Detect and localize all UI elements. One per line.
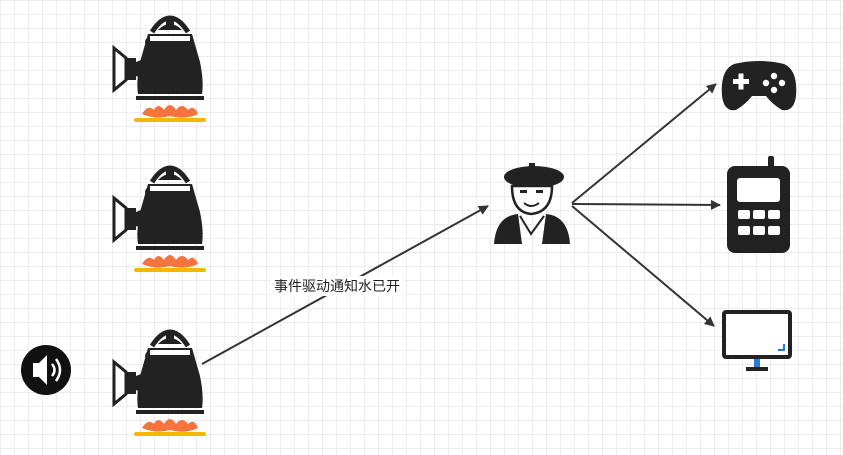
edge-person-to-game xyxy=(571,83,717,204)
edge-person-to-monitor xyxy=(571,205,715,327)
person-beret-icon xyxy=(494,163,570,244)
edge-person-to-phone xyxy=(571,199,721,210)
mobile-phone-icon xyxy=(727,156,790,253)
monitor-icon xyxy=(722,310,792,371)
kettle-with-alarm-icon xyxy=(114,18,206,122)
gamepad-icon xyxy=(721,61,797,111)
speaker-sound-icon xyxy=(21,345,71,395)
kettle-with-alarm-icon xyxy=(114,168,206,272)
kettle-with-alarm-icon xyxy=(114,332,206,436)
edge-label: 事件驱动通知水已开 xyxy=(270,276,404,296)
